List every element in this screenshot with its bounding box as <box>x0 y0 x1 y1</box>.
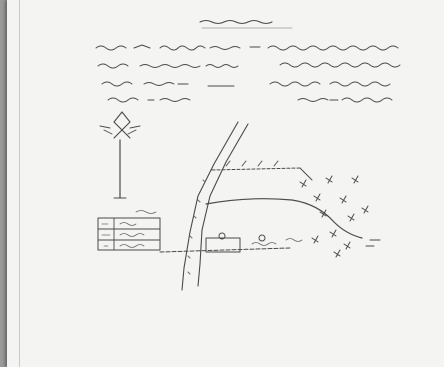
margin-rule <box>19 0 20 367</box>
upper-boundary <box>211 160 313 181</box>
antenna-symbol <box>99 111 141 199</box>
text-line-3 <box>101 81 391 87</box>
heading-scribble <box>199 19 293 29</box>
curved-boundary <box>205 198 363 239</box>
text-line-1 <box>95 44 399 51</box>
text-line-2 <box>97 62 401 69</box>
text-line-4 <box>107 97 393 103</box>
paper-sheet <box>7 0 444 367</box>
building-area <box>159 232 303 253</box>
road-lines <box>181 121 249 291</box>
legend-table <box>97 210 161 251</box>
vegetation-marks <box>299 175 381 258</box>
